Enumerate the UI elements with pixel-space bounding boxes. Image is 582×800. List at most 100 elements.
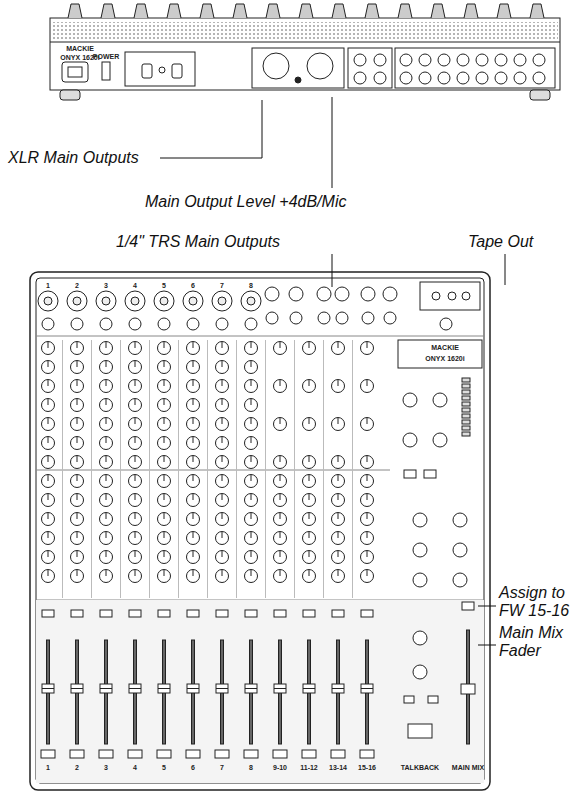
fader-cap — [187, 688, 199, 689]
line-jack — [245, 318, 257, 330]
knob-symbol — [361, 494, 374, 507]
knob-pointer — [106, 437, 107, 443]
knob-symbol — [303, 342, 316, 355]
knob-symbol — [453, 543, 467, 557]
knob-symbol — [42, 456, 55, 469]
fader-cap — [158, 684, 170, 693]
channel-number: 1 — [34, 764, 62, 771]
knob-symbol — [332, 456, 345, 469]
trs-jack — [336, 312, 348, 324]
knob-symbol — [274, 513, 287, 526]
knob-symbol — [100, 551, 113, 564]
knob-pointer — [251, 475, 252, 481]
mute-button — [244, 750, 258, 758]
knob-pointer — [222, 532, 223, 538]
knob-pointer — [280, 513, 281, 519]
jack-symbol — [457, 72, 469, 84]
knob-symbol — [216, 570, 229, 583]
knob-symbol — [129, 494, 142, 507]
knob-symbol — [187, 475, 200, 488]
channel-number: 4 — [121, 764, 149, 771]
knob-pointer — [48, 494, 49, 500]
knob-pointer — [338, 380, 339, 386]
knob-pointer — [106, 551, 107, 557]
knob-pointer — [338, 570, 339, 576]
knob-symbol — [245, 342, 258, 355]
knob-symbol — [158, 570, 171, 583]
callout-label: Main Output Level +4dB/Mic — [145, 193, 346, 211]
button — [428, 696, 438, 703]
knob-pointer — [251, 551, 252, 557]
fader-cap — [274, 688, 286, 689]
knob-symbol — [100, 456, 113, 469]
knob-symbol — [433, 433, 447, 447]
knob-symbol — [245, 399, 258, 412]
line-jack — [100, 318, 112, 330]
fader-cap — [71, 688, 83, 689]
knob-symbol — [303, 570, 316, 583]
knob-symbol — [274, 418, 287, 431]
knob-pointer — [164, 494, 165, 500]
knob-pointer — [193, 570, 194, 576]
channel-number: 6 — [186, 282, 200, 289]
button — [71, 610, 83, 617]
fader-cap — [100, 688, 112, 689]
knob-pointer — [164, 342, 165, 348]
fader-cap — [303, 688, 315, 689]
knob-pointer — [135, 361, 136, 367]
knob-pointer — [48, 570, 49, 576]
jack-symbol — [400, 72, 412, 84]
knob-pointer — [135, 475, 136, 481]
mute-button — [331, 750, 345, 758]
fader-cap — [71, 684, 83, 693]
knob-pointer — [77, 361, 78, 367]
knob-symbol — [245, 418, 258, 431]
channel-number: 7 — [215, 282, 229, 289]
knob-pointer — [77, 456, 78, 462]
knob-pointer — [222, 418, 223, 424]
knob-pointer — [106, 380, 107, 386]
rca-jack — [462, 292, 470, 300]
line-jack — [42, 318, 54, 330]
line-jack — [187, 318, 199, 330]
line-jack — [71, 318, 83, 330]
channel-number: 6 — [179, 764, 207, 771]
knob-top — [398, 4, 412, 18]
trs-jack — [317, 287, 331, 301]
knob-pointer — [164, 437, 165, 443]
knob-symbol — [413, 543, 427, 557]
knob-pointer — [280, 418, 281, 424]
knob-pointer — [135, 342, 136, 348]
knob-symbol — [413, 665, 427, 679]
knob-pointer — [309, 513, 310, 519]
knob-symbol — [245, 361, 258, 374]
headphone-jack — [440, 318, 452, 330]
meter-led — [462, 414, 470, 418]
fader-cap — [245, 684, 257, 693]
xlr-jack — [212, 291, 232, 311]
fader-cap — [361, 684, 373, 693]
jack-symbol — [354, 72, 366, 84]
knob-symbol — [216, 361, 229, 374]
knob-pointer — [280, 342, 281, 348]
knob-symbol — [216, 513, 229, 526]
trs-jack — [361, 287, 375, 301]
knob-symbol — [361, 551, 374, 564]
knob-symbol — [129, 437, 142, 450]
knob-symbol — [71, 361, 84, 374]
knob-top — [431, 4, 445, 18]
knob-symbol — [42, 437, 55, 450]
knob-symbol — [129, 551, 142, 564]
section-label: TALKBACK — [398, 764, 442, 771]
knob-pointer — [135, 456, 136, 462]
xlr-jack — [218, 297, 226, 305]
knob-pointer — [135, 551, 136, 557]
knob-symbol — [303, 494, 316, 507]
strip-divider — [265, 340, 266, 598]
fader-cap — [100, 684, 112, 693]
knob-pointer — [106, 513, 107, 519]
knob-pointer — [367, 418, 368, 424]
knob-symbol — [42, 399, 55, 412]
knob-pointer — [222, 456, 223, 462]
knob-top — [497, 4, 511, 18]
